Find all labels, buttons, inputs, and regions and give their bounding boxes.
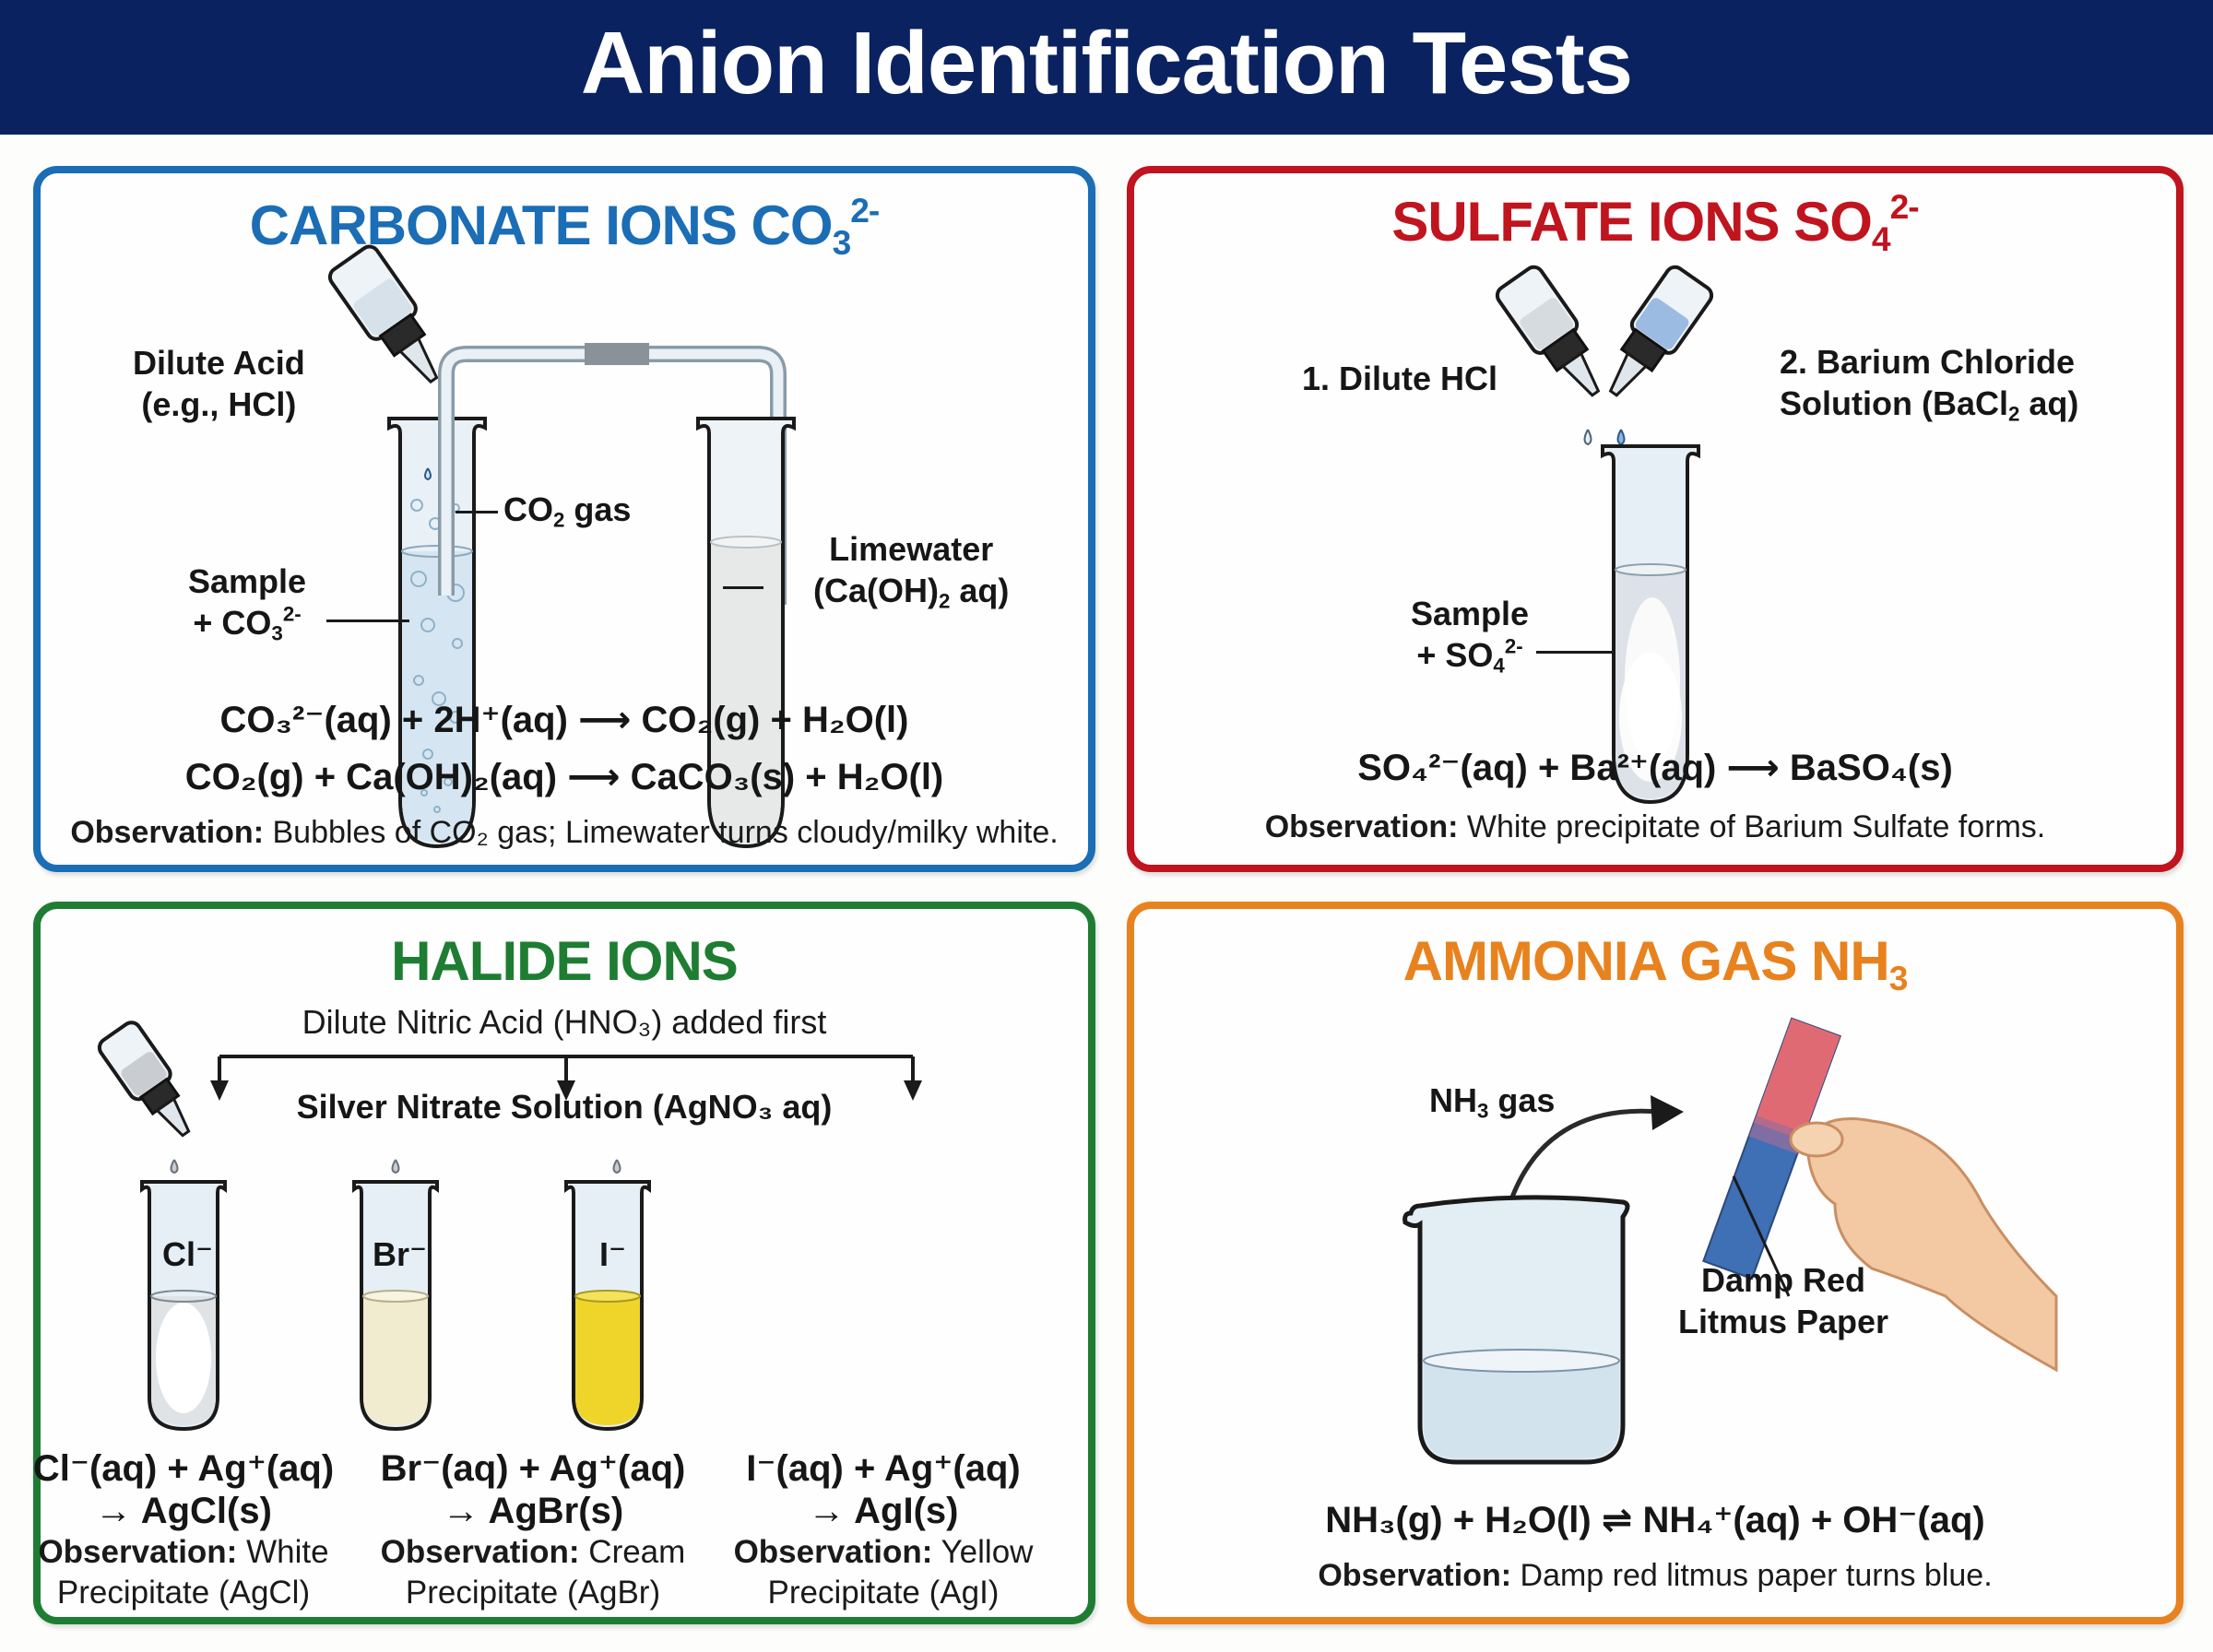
co2-gas-label: CO2 gas xyxy=(503,490,632,532)
beaker-icon xyxy=(1402,1195,1630,1465)
sulfate-sample-label: Sample + SO42- xyxy=(1411,595,1530,678)
step1-label: 1. Dilute HCl xyxy=(1302,360,1498,397)
iodide-equation-2: → AgI(s) xyxy=(808,1491,959,1531)
chloride-ion-label: Cl⁻ xyxy=(162,1235,214,1273)
halide-step2: Silver Nitrate Solution (AgNO₃ aq) xyxy=(296,1088,833,1126)
ammonia-panel: AMMONIA GAS NH3 NH3 gas Damp Red Litmus … xyxy=(1127,902,2183,1624)
iodide-test-tube xyxy=(564,1159,651,1432)
sulfate-equation: SO₄²⁻(aq) + Ba²⁺(aq) ⟶ BaSO₄(s) xyxy=(1357,748,1953,788)
delivery-tube xyxy=(438,343,787,605)
litmus-leader-line xyxy=(1732,1175,1791,1297)
chloride-column: Cl⁻(aq) + Ag⁺(aq) → AgCl(s) Observation:… xyxy=(8,1447,359,1613)
bromide-test-tube xyxy=(352,1159,439,1432)
iodide-ion-label: I⁻ xyxy=(599,1235,627,1273)
dropper-bottle-icon xyxy=(327,244,442,448)
sample-test-tube xyxy=(387,417,487,849)
silver-nitrate-dropper-icon xyxy=(97,1021,191,1138)
carbonate-equation-1: CO₃²⁻(aq) + 2H⁺(aq) ⟶ CO₂(g) + H₂O(l) xyxy=(219,700,909,740)
chloride-equation-2: → AgCl(s) xyxy=(95,1491,272,1531)
barium-chloride-dropper-icon xyxy=(1608,265,1714,446)
ammonia-equation: NH₃(g) + H₂O(l) ⇌ NH₄⁺(aq) + OH⁻(aq) xyxy=(1325,1500,1985,1540)
limewater-leader-line xyxy=(723,586,763,589)
sulfate-title: SULFATE IONS SO42- xyxy=(1391,186,1919,259)
bromide-ion-label: Br⁻ xyxy=(373,1235,428,1273)
acid-label: Dilute Acid (e.g., HCl) xyxy=(133,344,305,423)
sample-label: Sample + CO32- xyxy=(188,562,307,645)
ammonia-observation: Observation: Damp red litmus paper turns… xyxy=(1318,1558,1993,1593)
hand-holding-litmus xyxy=(1702,1017,2058,1373)
iodide-column: I⁻(aq) + Ag⁺(aq) → AgI(s) Observation: Y… xyxy=(708,1447,1059,1613)
sulfate-observation: Observation: White precipitate of Barium… xyxy=(1264,809,2046,844)
iodide-equation-1: I⁻(aq) + Ag⁺(aq) xyxy=(746,1448,1021,1489)
carbonate-equation-2: CO₂(g) + Ca(OH)₂(aq) ⟶ CaCO₃(s) + H₂O(l) xyxy=(184,757,944,797)
ammonia-gas-label: NH3 gas xyxy=(1429,1081,1556,1123)
hcl-dropper-icon xyxy=(1495,265,1601,446)
carbonate-title: CARBONATE IONS CO32- xyxy=(249,190,881,263)
bromide-equation-2: → AgBr(s) xyxy=(442,1491,624,1531)
sulfate-sample-leader xyxy=(1536,651,1615,654)
limewater-label: Limewater (Ca(OH)2 aq) xyxy=(813,530,1010,613)
halide-step1: Dilute Nitric Acid (HNO₃) added first xyxy=(302,1003,827,1041)
limewater-test-tube xyxy=(696,417,796,849)
header-banner: Anion Identification Tests xyxy=(0,0,2213,135)
bromide-column: Br⁻(aq) + Ag⁺(aq) → AgBr(s) Observation:… xyxy=(358,1447,708,1613)
co2-leader-line xyxy=(456,511,498,513)
step2-label: 2. Barium Chloride Solution (BaCl2 aq) xyxy=(1780,343,2079,426)
gas-flow-arrow-icon xyxy=(1504,1095,1684,1214)
ammonia-title: AMMONIA GAS NH3 xyxy=(1402,930,1909,998)
halide-title: HALIDE IONS xyxy=(391,930,739,992)
halide-panel: HALIDE IONS Dilute Nitric Acid (HNO₃) ad… xyxy=(33,902,1095,1624)
litmus-label: Damp Red Litmus Paper xyxy=(1678,1261,1889,1340)
branch-arrows xyxy=(210,1055,922,1101)
sulfate-test-tube xyxy=(1601,444,1700,805)
sample-leader-line xyxy=(326,620,409,622)
page-title: Anion Identification Tests xyxy=(580,14,1633,112)
chloride-equation-1: Cl⁻(aq) + Ag⁺(aq) xyxy=(32,1448,335,1489)
sulfate-panel: SULFATE IONS SO42- 1. Dilute HCl 2. Bari… xyxy=(1127,166,2183,872)
bromide-equation-1: Br⁻(aq) + Ag⁺(aq) xyxy=(380,1448,686,1489)
carbonate-panel: CARBONATE IONS CO32- xyxy=(33,166,1095,872)
carbonate-observation: Observation: Bubbles of CO₂ gas; Limewat… xyxy=(70,815,1059,850)
chloride-test-tube xyxy=(140,1159,227,1432)
